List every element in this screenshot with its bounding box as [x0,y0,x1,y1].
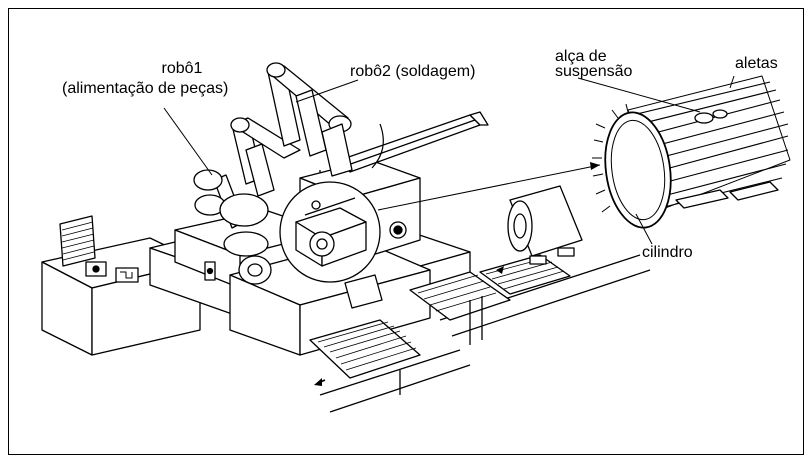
robot2-label: robô2 (soldagem) [350,63,476,80]
conveyors [309,254,651,413]
magnified-workpiece-circle [279,181,381,283]
handle-label-line1: alça de [555,48,607,65]
robot1-label-function: (alimentação de peças) [62,80,229,97]
robot1-arm [193,117,301,285]
robot1-label: robô1 [112,60,252,77]
handle-label-line2: suspensão [555,63,633,80]
control-cabinet [41,215,201,356]
incoming-motor-housing [507,185,583,265]
fins-label: aletas [735,55,778,72]
finned-housing-detail [592,75,791,229]
robot2-arm [266,62,384,177]
leader-lines [163,75,735,245]
figure-frame [8,8,804,455]
cylinder-label: cilindro [642,244,693,261]
robot1-label-name: robô1 [161,60,203,77]
